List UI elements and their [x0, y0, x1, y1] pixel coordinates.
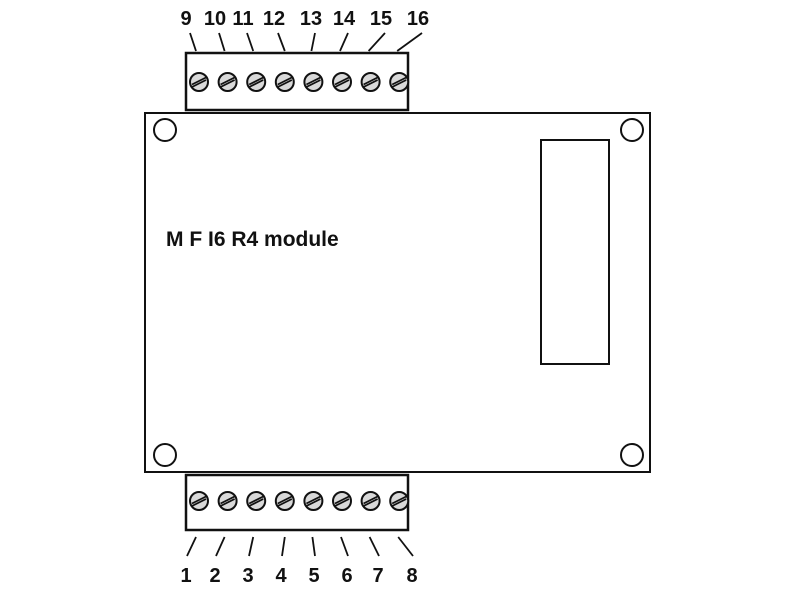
- lead-line-top-15: [367, 32, 386, 52]
- screw-slot: [305, 495, 321, 505]
- terminal-screw-top-7: [360, 72, 381, 92]
- terminal-screw-top-5: [303, 72, 324, 92]
- mounting-hole-top-left: [153, 118, 177, 142]
- screw-slot: [305, 498, 321, 507]
- lead-line-top-10: [218, 32, 226, 52]
- relay-component: [540, 139, 610, 365]
- screw-slot: [191, 495, 207, 505]
- screw-slot: [391, 79, 407, 88]
- screw-slot: [305, 76, 321, 86]
- mounting-hole-bottom-left: [153, 443, 177, 467]
- lead-line-bottom-8: [397, 536, 414, 557]
- lead-line-top-12: [277, 32, 286, 52]
- mounting-hole-top-right: [620, 118, 644, 142]
- screw-slot: [391, 495, 407, 505]
- screw-slot: [277, 498, 293, 507]
- terminal-label-12: 12: [263, 8, 285, 30]
- module-board: M F I6 R4 module: [144, 112, 651, 473]
- screw-slot: [248, 495, 264, 505]
- terminal-screw-bottom-2: [217, 491, 238, 511]
- screw-slot: [277, 76, 293, 86]
- screw-slot: [363, 495, 379, 505]
- mounting-hole-bottom-right: [620, 443, 644, 467]
- terminal-label-14: 14: [333, 8, 356, 30]
- screw-slot: [248, 76, 264, 86]
- screw-slot: [334, 498, 350, 507]
- terminal-screw-top-6: [332, 72, 352, 92]
- terminal-screw-bottom-7: [360, 491, 381, 511]
- terminal-screw-bottom-4: [274, 491, 295, 511]
- terminal-label-15: 15: [370, 8, 392, 30]
- screw-slot: [220, 76, 236, 86]
- terminal-label-5: 5: [308, 565, 319, 587]
- screw-slot: [277, 79, 293, 88]
- screw-slot: [248, 498, 264, 507]
- screw-slot: [277, 495, 293, 505]
- terminal-screw-top-4: [274, 72, 295, 92]
- lead-line-bottom-1: [186, 536, 197, 557]
- lead-line-top-14: [339, 32, 349, 52]
- lead-line-top-16: [396, 32, 423, 52]
- lead-line-bottom-4: [281, 536, 286, 557]
- terminal-screw-top-1: [189, 72, 209, 92]
- lead-line-bottom-2: [215, 536, 226, 557]
- terminal-screw-bottom-8: [389, 491, 410, 511]
- terminal-label-3: 3: [242, 565, 253, 587]
- screw-slot: [191, 79, 207, 88]
- screw-slot: [363, 79, 379, 88]
- screw-slot: [248, 79, 264, 88]
- terminal-screw-bottom-6: [332, 491, 352, 511]
- terminal-label-9: 9: [180, 8, 191, 30]
- screw-slot: [191, 498, 207, 507]
- lead-line-top-11: [246, 32, 255, 52]
- terminal-label-7: 7: [372, 565, 383, 587]
- terminal-label-1: 1: [180, 565, 191, 587]
- terminal-screw-top-3: [246, 72, 267, 92]
- lead-line-top-9: [189, 32, 197, 52]
- lead-line-bottom-6: [340, 536, 349, 557]
- lead-line-top-13: [310, 32, 316, 52]
- screw-slot: [363, 498, 379, 507]
- terminal-label-4: 4: [275, 565, 287, 587]
- screw-slot: [220, 495, 236, 505]
- terminal-screw-bottom-3: [246, 491, 267, 511]
- screw-slot: [391, 76, 407, 86]
- terminal-label-16: 16: [407, 8, 429, 30]
- terminal-label-11: 11: [232, 8, 253, 30]
- screw-slot: [191, 76, 207, 86]
- terminal-screw-bottom-5: [303, 491, 324, 511]
- terminal-label-8: 8: [406, 565, 417, 587]
- terminal-screw-bottom-1: [189, 491, 209, 511]
- screw-slot: [305, 79, 321, 88]
- lead-line-bottom-3: [248, 536, 255, 557]
- terminal-screw-top-8: [389, 72, 410, 92]
- screw-slot: [334, 495, 350, 505]
- terminal-label-2: 2: [209, 565, 220, 587]
- terminal-screw-top-2: [217, 72, 238, 92]
- screw-slot: [391, 498, 407, 507]
- screw-slot: [334, 76, 350, 86]
- screw-slot: [220, 498, 236, 507]
- lead-line-bottom-5: [311, 536, 316, 557]
- terminal-label-6: 6: [341, 565, 352, 587]
- module-label: M F I6 R4 module: [166, 228, 339, 251]
- screw-slot: [220, 79, 236, 88]
- screw-slot: [334, 79, 350, 88]
- lead-line-bottom-7: [368, 536, 380, 557]
- terminal-label-10: 10: [204, 8, 226, 30]
- screw-slot: [363, 76, 379, 86]
- terminal-label-13: 13: [300, 8, 322, 30]
